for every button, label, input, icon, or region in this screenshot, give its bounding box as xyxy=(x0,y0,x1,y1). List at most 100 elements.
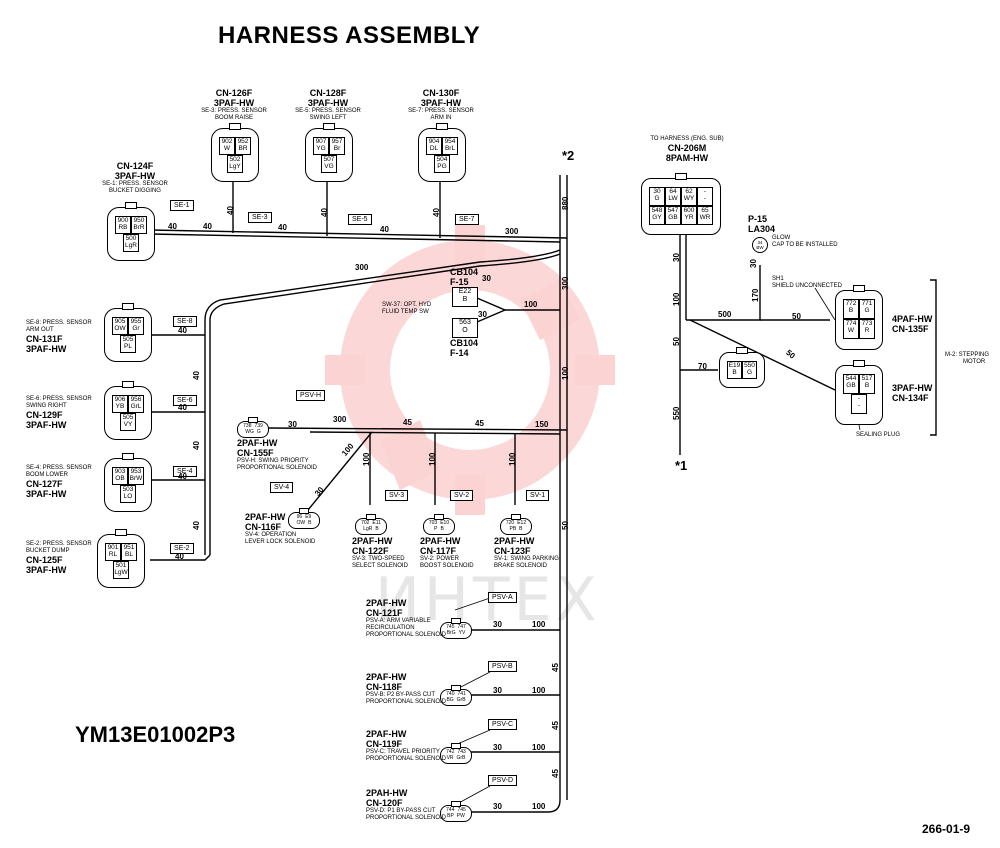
connector-desc: SH1 xyxy=(772,276,784,282)
connector-desc: LEVER LOCK SOLENOID xyxy=(245,539,316,545)
pin-color: Gr xyxy=(132,325,140,332)
connector-latch-icon xyxy=(125,202,137,209)
tag-sv3: SV-3 xyxy=(385,490,409,501)
connector-type: F-14 xyxy=(450,348,469,358)
connector-desc: PSV-C: TRAVEL PRIORITY xyxy=(366,749,440,755)
connector-type: 4PAF-HW xyxy=(892,314,933,324)
connector-desc: RECIRCULATION xyxy=(366,625,415,631)
pin-number: 703 xyxy=(428,520,438,526)
len-30: 30 xyxy=(493,686,502,695)
connector-desc: SE-2: PRESS. SENSOR xyxy=(26,541,92,547)
len-45: 45 xyxy=(403,418,412,427)
len-300: 300 xyxy=(561,276,570,290)
pin-color: YB xyxy=(115,403,125,410)
pin-number: 64 xyxy=(669,188,677,195)
connector-latch-icon xyxy=(299,508,309,514)
len-30: 30 xyxy=(493,620,502,629)
len-40: 40 xyxy=(192,441,201,450)
pin-color: YR xyxy=(684,214,694,221)
drawing-number: YM13E01002P3 xyxy=(75,722,236,747)
len-40: 40 xyxy=(192,371,201,380)
pin-color: BG xyxy=(446,697,454,703)
len-300: 300 xyxy=(355,263,369,272)
pin-color: LgW xyxy=(114,569,128,576)
pin-color: LgY xyxy=(229,163,241,170)
connector-desc: SE-5: PRESS. SENSOR xyxy=(295,108,361,114)
pin-number: 504 xyxy=(436,156,448,163)
len-45: 45 xyxy=(475,419,484,428)
len-50: 50 xyxy=(561,521,570,530)
pin-color: VR xyxy=(446,755,454,761)
connector-latch-icon xyxy=(853,360,865,367)
pin-number: 740 xyxy=(446,691,455,697)
connector-name: CN-126F xyxy=(215,88,253,98)
len-100: 100 xyxy=(362,452,371,466)
marker-star2: *2 xyxy=(562,148,575,163)
len-500: 500 xyxy=(718,310,732,319)
len-30: 30 xyxy=(672,253,681,262)
len-100: 100 xyxy=(532,743,546,752)
pin-color: P xyxy=(434,526,438,532)
pin-color: - xyxy=(703,195,707,202)
len-40: 40 xyxy=(226,206,235,215)
pin-number: - xyxy=(703,188,707,195)
pin-number: 738 xyxy=(243,423,252,429)
connector-latch-icon xyxy=(366,514,376,520)
connector-type: 3PAF-HW xyxy=(26,344,67,354)
pin-color: B xyxy=(462,296,468,303)
connector-desc: SE-1: PRESS. SENSOR xyxy=(102,181,168,187)
pin-color: GrB xyxy=(456,697,466,703)
connector-type: 2PAF-HW xyxy=(494,536,535,546)
pin-number: 953 xyxy=(130,468,142,475)
connector-desc: SE-3: PRESS. SENSOR xyxy=(201,108,267,114)
pin-number: 774 xyxy=(845,320,857,327)
pin-color: B xyxy=(375,526,379,532)
pin-color: WR xyxy=(699,214,711,221)
connector-type: 2PAF-HW xyxy=(366,672,407,682)
connector-desc: SE-6: PRESS. SENSOR xyxy=(26,396,92,402)
pin-number: 500 xyxy=(125,235,137,242)
pin-number: 502 xyxy=(229,156,241,163)
connector-desc: BRAKE SOLENOID xyxy=(494,563,548,569)
connector-name: CN-134F xyxy=(892,393,929,403)
connector-desc: ARM OUT xyxy=(26,327,54,333)
connector-type: 8PAM-HW xyxy=(665,153,709,163)
connector-desc: PSV-B: P2 BY-PASS CUT xyxy=(366,692,436,698)
page-title: HARNESS ASSEMBLY xyxy=(218,22,481,49)
len-40: 40 xyxy=(168,222,177,231)
pin-color: PB xyxy=(509,526,517,532)
connector-type: LA304 xyxy=(748,224,776,234)
pin-color: RL xyxy=(108,551,118,558)
pin-color: W xyxy=(847,327,855,334)
pin-color: G xyxy=(864,307,870,314)
pin-number: 34 xyxy=(757,240,763,245)
pin-number: 30 xyxy=(653,188,661,195)
pin-number: 905 xyxy=(114,318,126,325)
connector-type: 2PAF-HW xyxy=(366,729,407,739)
connector-name: CB104 xyxy=(450,338,479,348)
